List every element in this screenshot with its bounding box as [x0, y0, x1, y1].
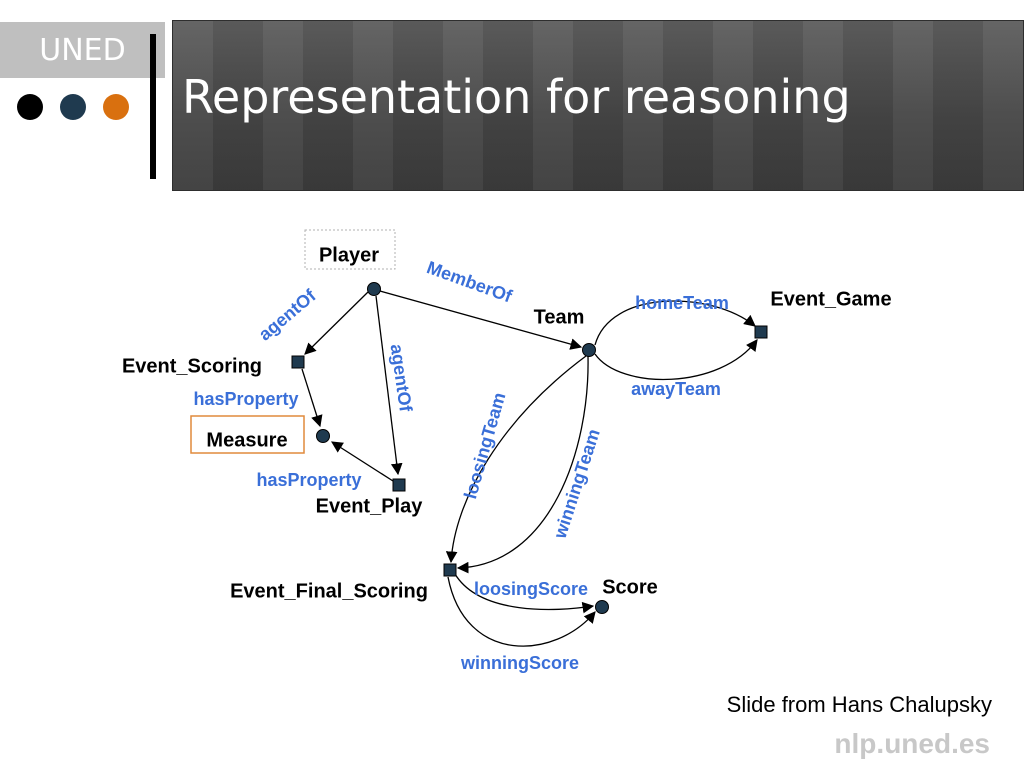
brand-dot-navy	[60, 94, 86, 120]
node-label-measure: Measure	[206, 429, 287, 451]
header-divider	[150, 34, 156, 179]
logo-text: UNED	[39, 32, 126, 68]
edge-winningscore	[447, 576, 596, 647]
edge-label-hasproperty-play: hasProperty	[256, 470, 361, 490]
node-team	[582, 343, 596, 357]
player-label-box	[304, 229, 396, 270]
node-player	[367, 282, 381, 296]
node-label-event-scoring: Event_Scoring	[122, 355, 262, 377]
edge-label-winningscore: winningScore	[460, 653, 579, 673]
node-label-team: Team	[534, 306, 585, 328]
edge-awayteam	[594, 339, 758, 381]
node-event-play	[392, 478, 406, 492]
node-event-game	[754, 325, 768, 339]
measure-label-box	[190, 415, 305, 454]
edge-label-agentof-play: agentOf	[387, 343, 416, 414]
node-label-score: Score	[602, 576, 658, 598]
node-measure	[316, 429, 330, 443]
edge-winningteam	[456, 355, 589, 574]
header-banner	[172, 20, 1024, 191]
edge-agentof-scoring	[304, 291, 369, 355]
brand-dot-black	[17, 94, 43, 120]
edge-loosingscore	[454, 573, 595, 614]
edge-hometeam	[594, 300, 756, 346]
uned-logo: UNED	[0, 22, 165, 78]
edge-label-agentof-scoring: agentOf	[255, 285, 321, 345]
node-label-player: Player	[319, 244, 379, 266]
edge-label-loosingteam: loosingTeam	[460, 390, 509, 501]
node-score	[595, 600, 609, 614]
edge-memberof	[379, 290, 583, 350]
slide-credit: Slide from Hans Chalupsky	[726, 692, 992, 717]
edge-agentof-play	[375, 295, 403, 476]
slide-title: Representation for reasoning	[182, 70, 851, 124]
edge-hasproperty-scoring	[301, 368, 323, 428]
edge-loosingteam	[445, 355, 587, 564]
edge-label-awayteam: awayTeam	[631, 379, 721, 399]
edge-label-hasproperty-scoring: hasProperty	[193, 389, 298, 409]
edge-label-memberof: MemberOf	[424, 257, 515, 307]
node-label-event-game: Event_Game	[770, 288, 891, 310]
edge-label-hometeam: homeTeam	[635, 293, 729, 313]
node-label-event-final-scoring: Event_Final_Scoring	[230, 580, 428, 602]
edge-hasproperty-play	[331, 441, 394, 482]
node-event-scoring	[291, 355, 305, 369]
edge-label-loosingscore: loosingScore	[474, 579, 588, 599]
node-label-event-play: Event_Play	[316, 495, 424, 517]
node-event-final-scoring	[443, 563, 457, 577]
brand-dot-orange	[103, 94, 129, 120]
footer-url: nlp.uned.es	[834, 728, 990, 759]
edge-label-winningteam: winningTeam	[549, 426, 603, 541]
